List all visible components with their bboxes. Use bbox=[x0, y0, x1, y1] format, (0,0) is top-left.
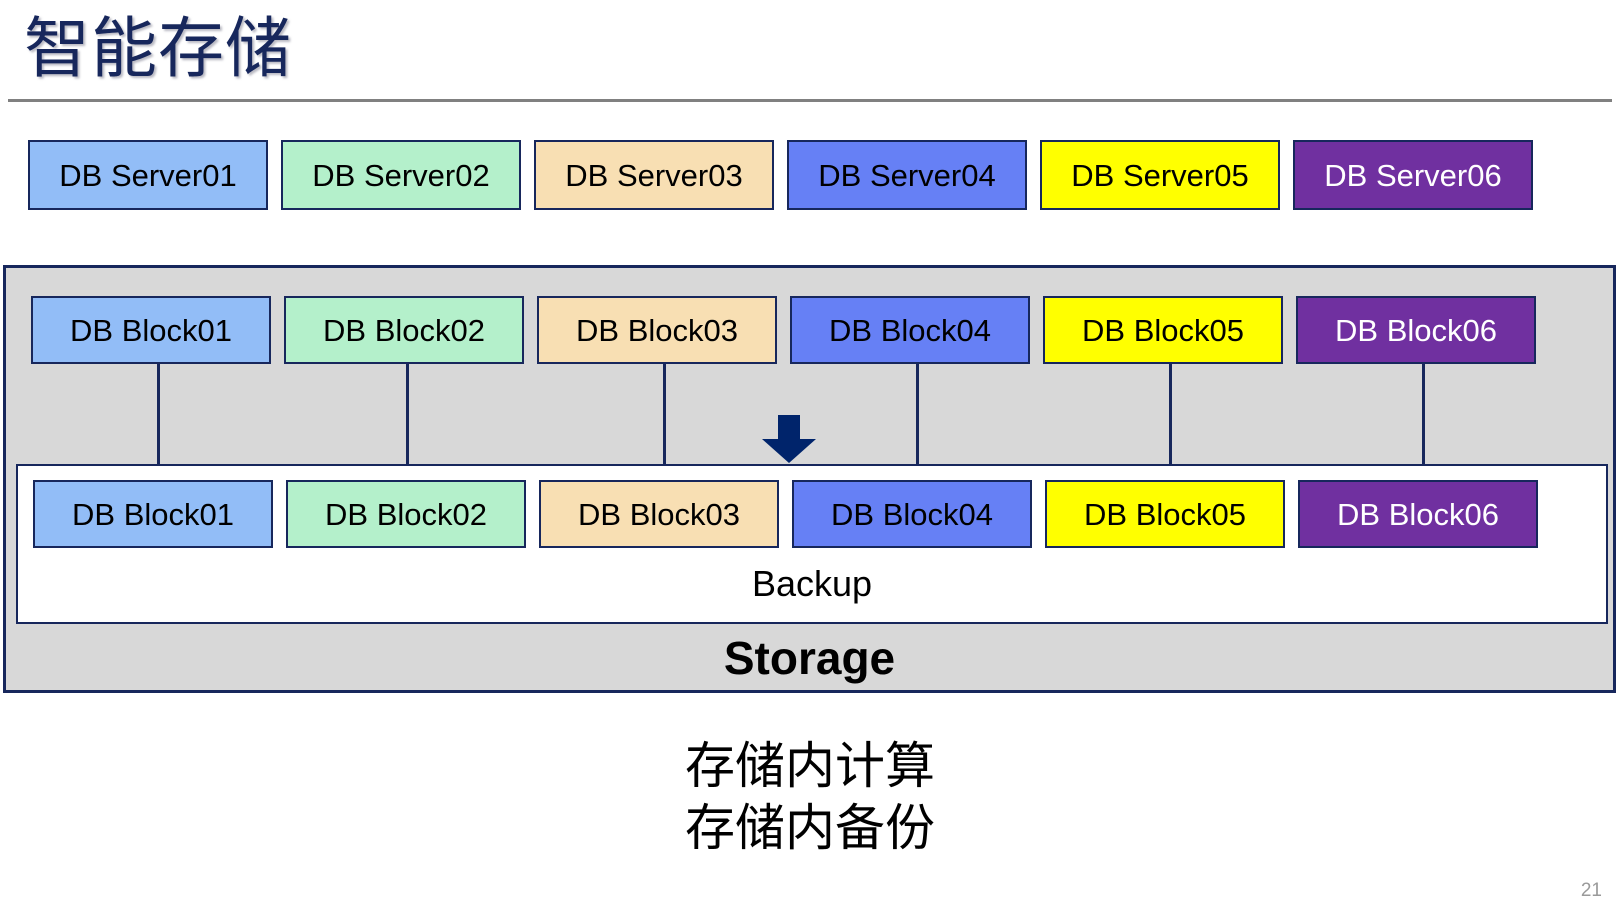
db-block-chip-4[interactable]: DB Block04 bbox=[790, 296, 1030, 364]
db-block-backup-chip-4[interactable]: DB Block04 bbox=[792, 480, 1032, 548]
db-block-chip-label: DB Block06 bbox=[1335, 312, 1497, 348]
db-block-chip-label: DB Block04 bbox=[829, 312, 991, 348]
db-server-chip-label: DB Server01 bbox=[59, 157, 237, 193]
db-block-backup-chip-6[interactable]: DB Block06 bbox=[1298, 480, 1538, 548]
connector-block04-block06-right bbox=[1422, 364, 1425, 514]
connector-block01-block02-right bbox=[406, 364, 409, 503]
flow-down-arrow bbox=[762, 415, 816, 463]
db-block-backup-chip-5[interactable]: DB Block05 bbox=[1045, 480, 1285, 548]
page-number: 21 bbox=[1580, 880, 1602, 901]
db-block-chip-label: DB Block05 bbox=[1082, 312, 1244, 348]
storage-label: Storage bbox=[723, 632, 896, 684]
db-server-chip-label: DB Server02 bbox=[312, 157, 490, 193]
db-server-chip-2[interactable]: DB Server02 bbox=[281, 140, 521, 210]
db-server-chip-6[interactable]: DB Server06 bbox=[1293, 140, 1533, 210]
storage-container: DB Block01 DB Block02 DB Block03 DB Block04… bbox=[3, 265, 1616, 693]
db-server-chip-1[interactable]: DB Server01 bbox=[28, 140, 268, 210]
connector-block03-block05-right bbox=[1169, 364, 1172, 492]
db-block-backup-chip-1[interactable]: DB Block01 bbox=[33, 480, 273, 548]
db-block-backup-chip-label: DB Block04 bbox=[831, 496, 993, 532]
db-block-chip-3[interactable]: DB Block03 bbox=[537, 296, 777, 364]
db-block-chip-label: DB Block03 bbox=[576, 312, 738, 348]
db-block-backup-chip-label: DB Block03 bbox=[578, 496, 740, 532]
backup-label: Backup bbox=[751, 563, 873, 604]
connector-block03-block05-left bbox=[663, 364, 666, 492]
db-server-chip-label: DB Server04 bbox=[818, 157, 996, 193]
db-block-chip-2[interactable]: DB Block02 bbox=[284, 296, 524, 364]
db-server-chip-label: DB Server06 bbox=[1324, 157, 1502, 193]
db-block-backup-chip-2[interactable]: DB Block02 bbox=[286, 480, 526, 548]
page-title: 智能存储 bbox=[24, 11, 292, 85]
db-block-chip-label: DB Block01 bbox=[70, 312, 232, 348]
db-server-chip-5[interactable]: DB Server05 bbox=[1040, 140, 1280, 210]
db-block-backup-chip-3[interactable]: DB Block03 bbox=[539, 480, 779, 548]
db-server-chip-4[interactable]: DB Server04 bbox=[787, 140, 1027, 210]
connector-block01-block02-left bbox=[157, 364, 160, 503]
db-server-chip-3[interactable]: DB Server03 bbox=[534, 140, 774, 210]
caption-line-1: 存储内计算 bbox=[685, 738, 935, 794]
db-block-chip-6[interactable]: DB Block06 bbox=[1296, 296, 1536, 364]
connector-block04-block06-left bbox=[916, 364, 919, 514]
db-block-backup-chip-label: DB Block02 bbox=[325, 496, 487, 532]
db-block-chip-5[interactable]: DB Block05 bbox=[1043, 296, 1283, 364]
db-block-backup-chip-label: DB Block06 bbox=[1337, 496, 1499, 532]
db-server-chip-label: DB Server05 bbox=[1071, 157, 1249, 193]
db-block-backup-chip-label: DB Block05 bbox=[1084, 496, 1246, 532]
db-block-backup-chip-label: DB Block01 bbox=[72, 496, 234, 532]
backup-container: DB Block01 DB Block02 DB Block03 DB Block04… bbox=[16, 464, 1608, 624]
db-block-chip-1[interactable]: DB Block01 bbox=[31, 296, 271, 364]
db-server-chip-label: DB Server03 bbox=[565, 157, 743, 193]
db-block-chip-label: DB Block02 bbox=[323, 312, 485, 348]
caption-line-2: 存储内备份 bbox=[685, 800, 935, 856]
caption-block: 存储内计算存储内备份 bbox=[0, 735, 1620, 859]
title-divider bbox=[8, 99, 1612, 102]
